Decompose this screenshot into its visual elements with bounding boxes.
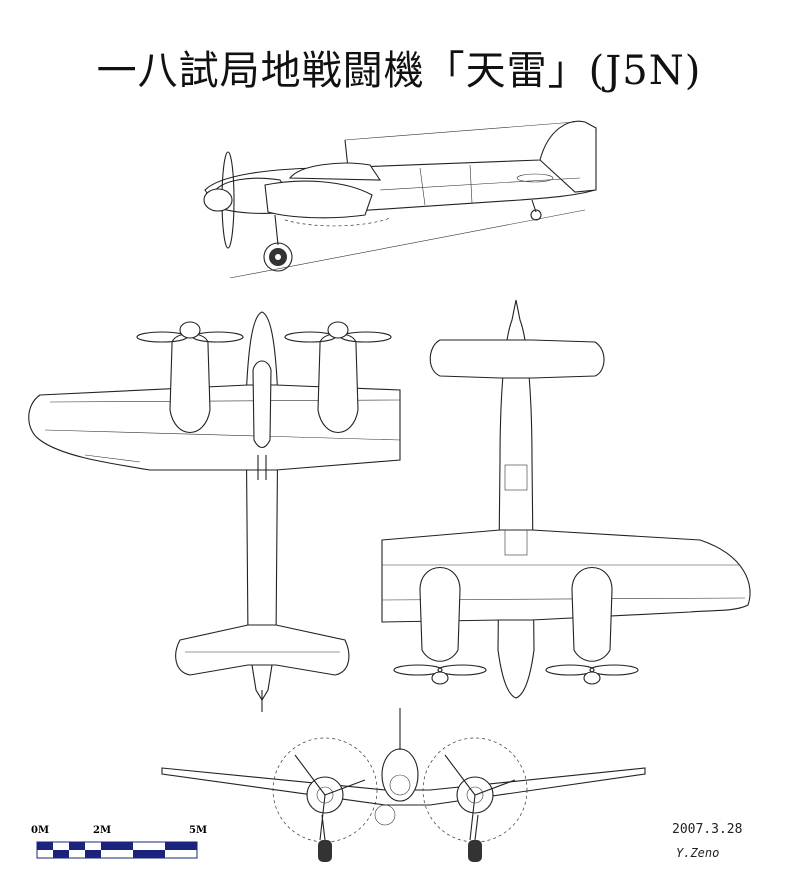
- scale-label-5m: 5M: [189, 825, 208, 836]
- scale-bar: [36, 841, 198, 859]
- scale-label-2m: 2M: [93, 825, 112, 836]
- author-signature: Y.Zeno: [676, 846, 720, 860]
- bottom-view: [381, 299, 751, 699]
- front-view: [161, 708, 646, 862]
- scale-label-0m: 0M: [31, 825, 50, 836]
- top-view: [28, 311, 401, 712]
- side-view: [203, 120, 597, 279]
- page-title: 一八試局地戦闘機「天雷」(J5N): [96, 48, 702, 94]
- drawing-date: 2007.3.28: [672, 822, 743, 837]
